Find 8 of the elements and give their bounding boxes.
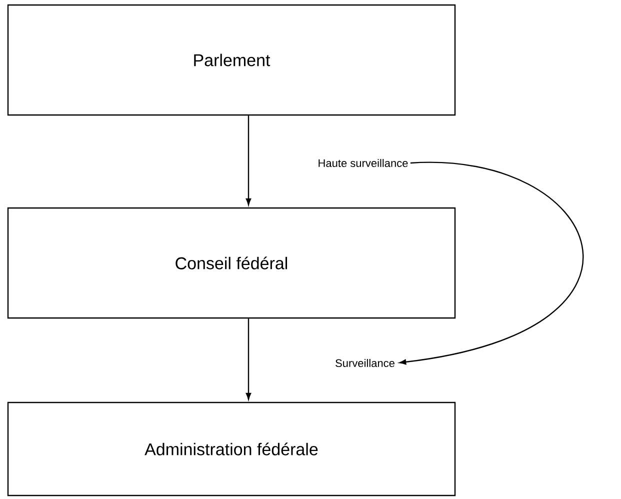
annotation-text: Surveillance: [336, 358, 394, 368]
process-box: Conseil fédéral: [7, 207, 456, 319]
arrow: [399, 162, 583, 365]
process-box: Administration fédérale: [7, 402, 456, 496]
arrow: [246, 318, 252, 400]
annotation-text: Haute surveillance: [318, 158, 408, 168]
process-box: Parlement: [7, 4, 456, 116]
arrow: [246, 116, 252, 206]
